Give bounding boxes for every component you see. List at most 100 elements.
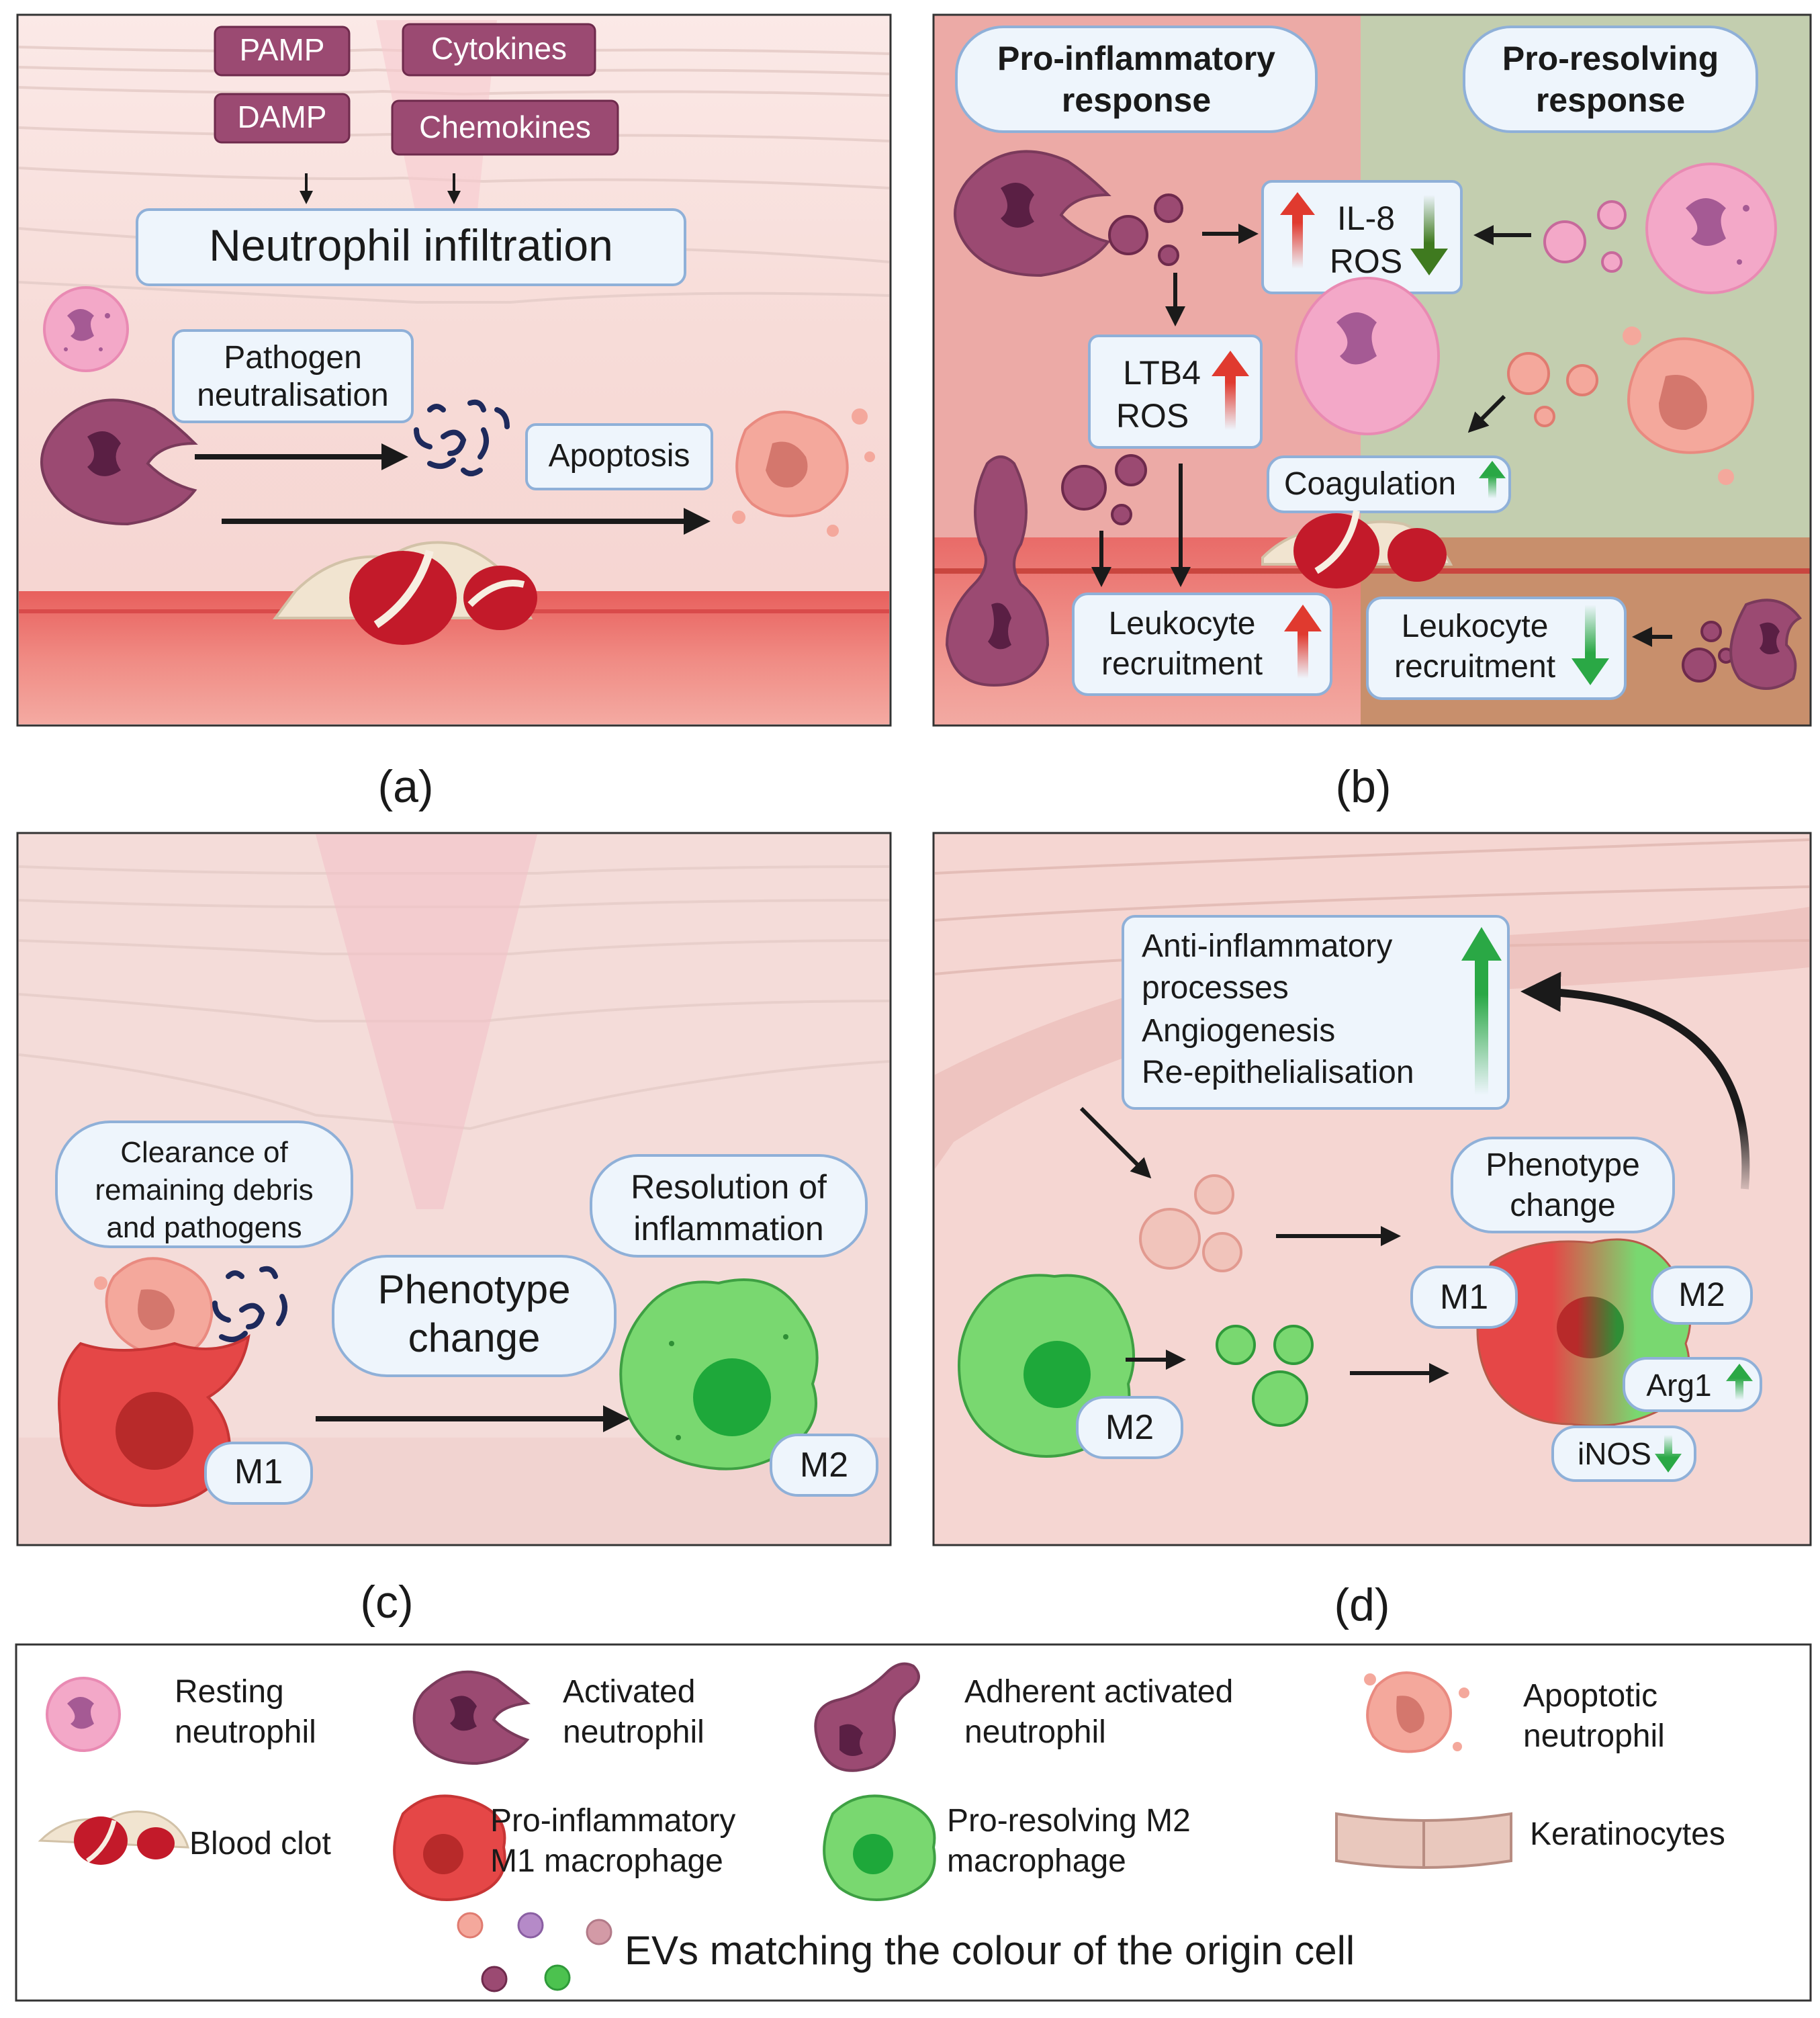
- m2-tag: M2: [770, 1434, 878, 1497]
- legend-apoptotic-line2: neutrophil: [1523, 1718, 1665, 1754]
- legend-m1-line2: M1 macrophage: [490, 1843, 723, 1879]
- infiltration-label: Neutrophil infiltration: [209, 220, 613, 270]
- pro-inflammatory-header: Pro-inflammatory response: [955, 26, 1318, 133]
- leukocyte-up-line2: recruitment: [1101, 646, 1263, 682]
- ev-icon: [1061, 454, 1147, 525]
- legend-activated-line1: Activated: [563, 1674, 695, 1710]
- leukocyte-down-line1: Leukocyte: [1402, 609, 1549, 644]
- ev-icon: [1682, 621, 1734, 683]
- pathogen-line2: neutralisation: [197, 378, 389, 413]
- arg1-tag: Arg1: [1623, 1357, 1762, 1412]
- pamp-label: PAMP: [240, 32, 325, 67]
- pathogen-fragments-icon: [212, 1266, 287, 1342]
- apoptotic-neutrophil-icon: [1623, 326, 1755, 485]
- phenotype-d-line2: change: [1510, 1188, 1615, 1223]
- cytokines-tag: Cytokines: [402, 23, 596, 77]
- panel-c: Clearance of remaining debris and pathog…: [16, 832, 892, 1546]
- m2-macrophage-icon: [619, 1278, 819, 1471]
- anti-inflammatory-box: Anti-inflammatory processes Angiogenesis…: [1122, 915, 1510, 1110]
- apoptotic-neutrophil-icon: [1364, 1671, 1469, 1753]
- chemokines-label: Chemokines: [419, 109, 591, 144]
- inos-tag: iNOS: [1551, 1425, 1696, 1482]
- caption-b: (b): [1335, 761, 1391, 812]
- resting-neutrophil-icon: [1645, 163, 1777, 294]
- up-arrow-icon: [1479, 461, 1506, 498]
- up-arrow-icon: [1726, 1364, 1753, 1400]
- pro-inflammatory-line2: response: [1062, 81, 1211, 119]
- adherent-neutrophil-icon: [945, 455, 1050, 687]
- activated-neutrophil-icon: [40, 398, 198, 526]
- resolution-line1: Resolution of: [631, 1168, 827, 1206]
- inos-label: iNOS: [1578, 1436, 1651, 1471]
- legend: Resting neutrophil Activated neutrophil …: [15, 1643, 1812, 2002]
- panel-a: PAMP DAMP Cytokines Chemokines Neutrophi…: [16, 13, 892, 727]
- chemokines-tag: Chemokines: [391, 99, 619, 156]
- apoptotic-neutrophil-icon: [732, 408, 875, 537]
- down-arrow-icon: [1410, 195, 1448, 275]
- ev-icon: [1543, 200, 1627, 273]
- phenotype-d-line1: Phenotype: [1486, 1147, 1640, 1183]
- m2-tag: M2: [1076, 1396, 1183, 1459]
- m1-tag: M1: [204, 1442, 313, 1505]
- m2-d-left-label: M2: [1105, 1408, 1154, 1447]
- phenotype-bubble: Phenotype change: [1451, 1137, 1675, 1233]
- legend-resting-line2: neutrophil: [175, 1714, 316, 1750]
- legend-clot-label: Blood clot: [189, 1826, 331, 1861]
- arg1-label: Arg1: [1646, 1368, 1711, 1403]
- damp-label: DAMP: [238, 99, 327, 134]
- pathogen-box: Pathogen neutralisation: [172, 329, 414, 423]
- resting-neutrophil-icon: [1295, 277, 1440, 435]
- ltb4-label: LTB4: [1123, 354, 1201, 392]
- damp-tag: DAMP: [214, 93, 351, 144]
- leukocyte-down-line2: recruitment: [1394, 649, 1555, 685]
- activated-neutrophil-icon: [954, 150, 1111, 277]
- panel-b: Pro-inflammatory response Pro-resolving …: [932, 13, 1812, 727]
- apoptotic-neutrophil-icon: [94, 1257, 214, 1359]
- pro-resolving-line1: Pro-resolving: [1502, 40, 1719, 77]
- ltb4-ros-label: ROS: [1116, 397, 1189, 435]
- m2-macrophage-icon: [823, 1794, 936, 1901]
- adherent-neutrophil-icon: [814, 1662, 920, 1772]
- coagulation-box: Coagulation: [1267, 455, 1511, 513]
- phenotype-line2: change: [408, 1315, 541, 1360]
- keratinocyte-icon: [1335, 1812, 1512, 1869]
- curved-arrow: [1520, 971, 1750, 1190]
- phenotype-line1: Phenotype: [378, 1267, 571, 1312]
- legend-resting-line1: Resting: [175, 1674, 284, 1710]
- legend-apoptotic-line1: Apoptotic: [1523, 1678, 1657, 1714]
- leukocyte-down-box: Leukocyte recruitment: [1366, 597, 1627, 700]
- down-arrow-icon: [1655, 1435, 1682, 1473]
- ltb4-ros-box: LTB4 ROS: [1088, 335, 1263, 449]
- infiltration-box: Neutrophil infiltration: [136, 208, 686, 286]
- blood-clot-icon: [38, 1810, 190, 1865]
- m1-macrophage-icon: [393, 1794, 506, 1901]
- coagulation-label: Coagulation: [1284, 466, 1456, 502]
- clearance-line2: remaining debris: [95, 1174, 313, 1207]
- anti-line3: Angiogenesis: [1142, 1013, 1335, 1049]
- anti-line1: Anti-inflammatory: [1142, 928, 1392, 964]
- legend-keratinocytes-label: Keratinocytes: [1530, 1816, 1725, 1852]
- wound-gap: [316, 834, 537, 1209]
- leukocyte-up-line1: Leukocyte: [1109, 606, 1256, 642]
- resolution-bubble: Resolution of inflammation: [590, 1154, 868, 1258]
- ev-icon: [457, 1912, 612, 1992]
- activated-neutrophil-icon: [1729, 599, 1803, 690]
- m1-label: M1: [234, 1452, 283, 1491]
- up-arrow-icon: [1284, 605, 1322, 678]
- legend-activated-line2: neutrophil: [563, 1714, 704, 1750]
- ev-icon: [1216, 1325, 1314, 1427]
- caption-c: (c): [360, 1577, 413, 1628]
- legend-adherent-line1: Adherent activated: [964, 1674, 1233, 1710]
- dermis-band: [935, 907, 1809, 1169]
- anti-line4: Re-epithelialisation: [1142, 1055, 1414, 1090]
- m2-d-right-label: M2: [1678, 1276, 1725, 1313]
- blood-clot-icon: [1261, 510, 1453, 588]
- legend-adherent-line2: neutrophil: [964, 1714, 1106, 1750]
- m2-label: M2: [800, 1446, 848, 1485]
- clearance-bubble: Clearance of remaining debris and pathog…: [55, 1121, 353, 1248]
- phenotype-bubble: Phenotype change: [332, 1255, 617, 1377]
- resting-neutrophil-icon: [46, 1677, 121, 1752]
- legend-m2-line1: Pro-resolving M2: [947, 1803, 1191, 1839]
- resting-neutrophil-icon: [43, 286, 129, 372]
